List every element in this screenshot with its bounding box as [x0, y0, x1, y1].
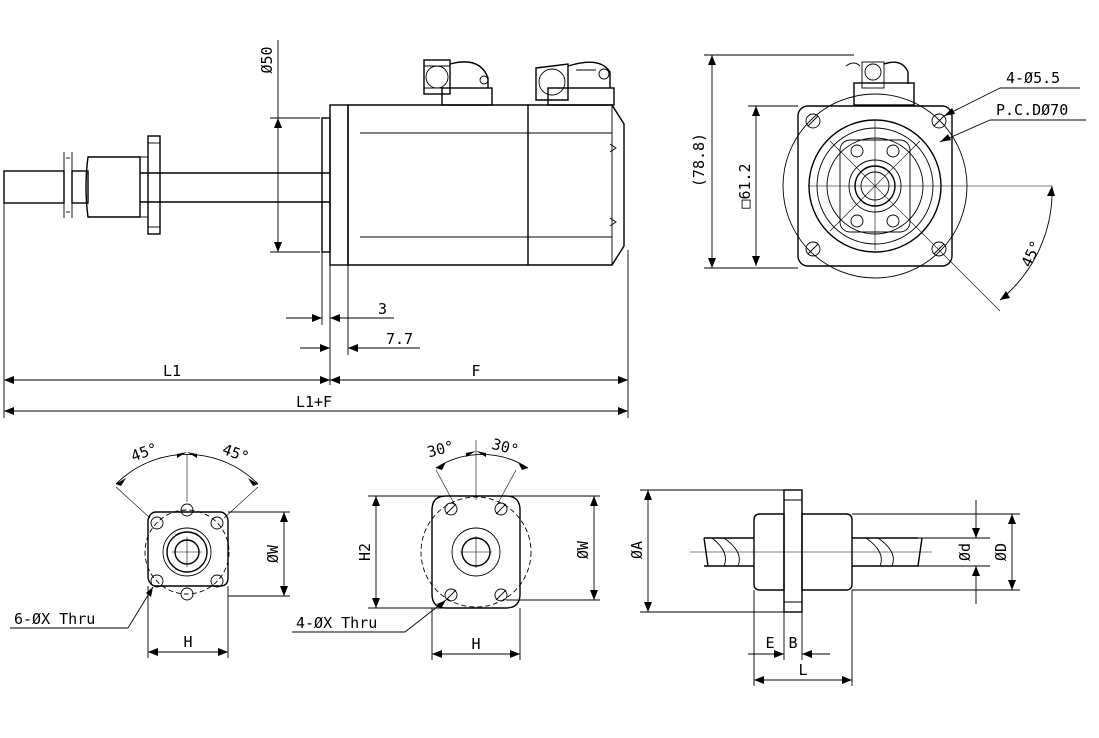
- dim-b: B: [788, 634, 797, 652]
- dim-dia-d-big: ØD: [992, 543, 1010, 561]
- dim-h: H: [471, 635, 480, 653]
- dim-h: H: [183, 633, 192, 651]
- dim-height: (78.8): [690, 133, 708, 187]
- connector-icon: [845, 61, 915, 106]
- motor-body: [347, 104, 625, 266]
- motor-front-view: (78.8) □61.2 4-Ø5.5 P.C.DØ70 45°: [690, 54, 1086, 312]
- label-holes: 6-ØX Thru: [14, 610, 95, 628]
- nut-side-view: ØA Ød ØD E B L: [628, 489, 1020, 686]
- angle-left: 45°: [128, 439, 160, 465]
- label-pcd: P.C.DØ70: [996, 101, 1068, 119]
- screw-nut-flange: [147, 135, 161, 235]
- angle-left: 30°: [425, 437, 456, 461]
- dim-dia-w: ØW: [264, 544, 282, 563]
- angle-right: 45°: [220, 440, 252, 466]
- dim-dia-w: ØW: [574, 540, 592, 559]
- dim-square: □61.2: [736, 163, 754, 208]
- dim-7-7: 7.7: [386, 330, 413, 348]
- dim-l1-plus-f: L1+F: [296, 393, 332, 411]
- dim-f: F: [471, 362, 480, 380]
- label-holes: 4-ØX Thru: [296, 614, 377, 632]
- dim-e: E: [765, 634, 774, 652]
- dim-l: L: [798, 661, 807, 679]
- connector-icon: [535, 61, 615, 106]
- dim-dia-a: ØA: [628, 541, 646, 559]
- dim-angle: 45°: [1018, 238, 1046, 270]
- dim-l1: L1: [163, 362, 181, 380]
- dim-shaft-diameter: Ø50: [258, 46, 276, 73]
- mount-plate: [321, 117, 331, 253]
- motor-side-view: Ø50 3 7.7 L1 F L1+F: [3, 40, 629, 418]
- connector-icon: [423, 59, 493, 106]
- nut-flange-four-hole: 30° 30° H2 ØW H 4-ØX Thru: [292, 435, 600, 660]
- label-holes: 4-Ø5.5: [1006, 69, 1060, 87]
- dim-3: 3: [378, 300, 387, 318]
- nut-flange-six-hole: 45° 45° ØW H 6-ØX Thru: [10, 439, 290, 658]
- dim-h2: H2: [356, 543, 374, 561]
- dim-dia-d-small: Ød: [956, 543, 974, 561]
